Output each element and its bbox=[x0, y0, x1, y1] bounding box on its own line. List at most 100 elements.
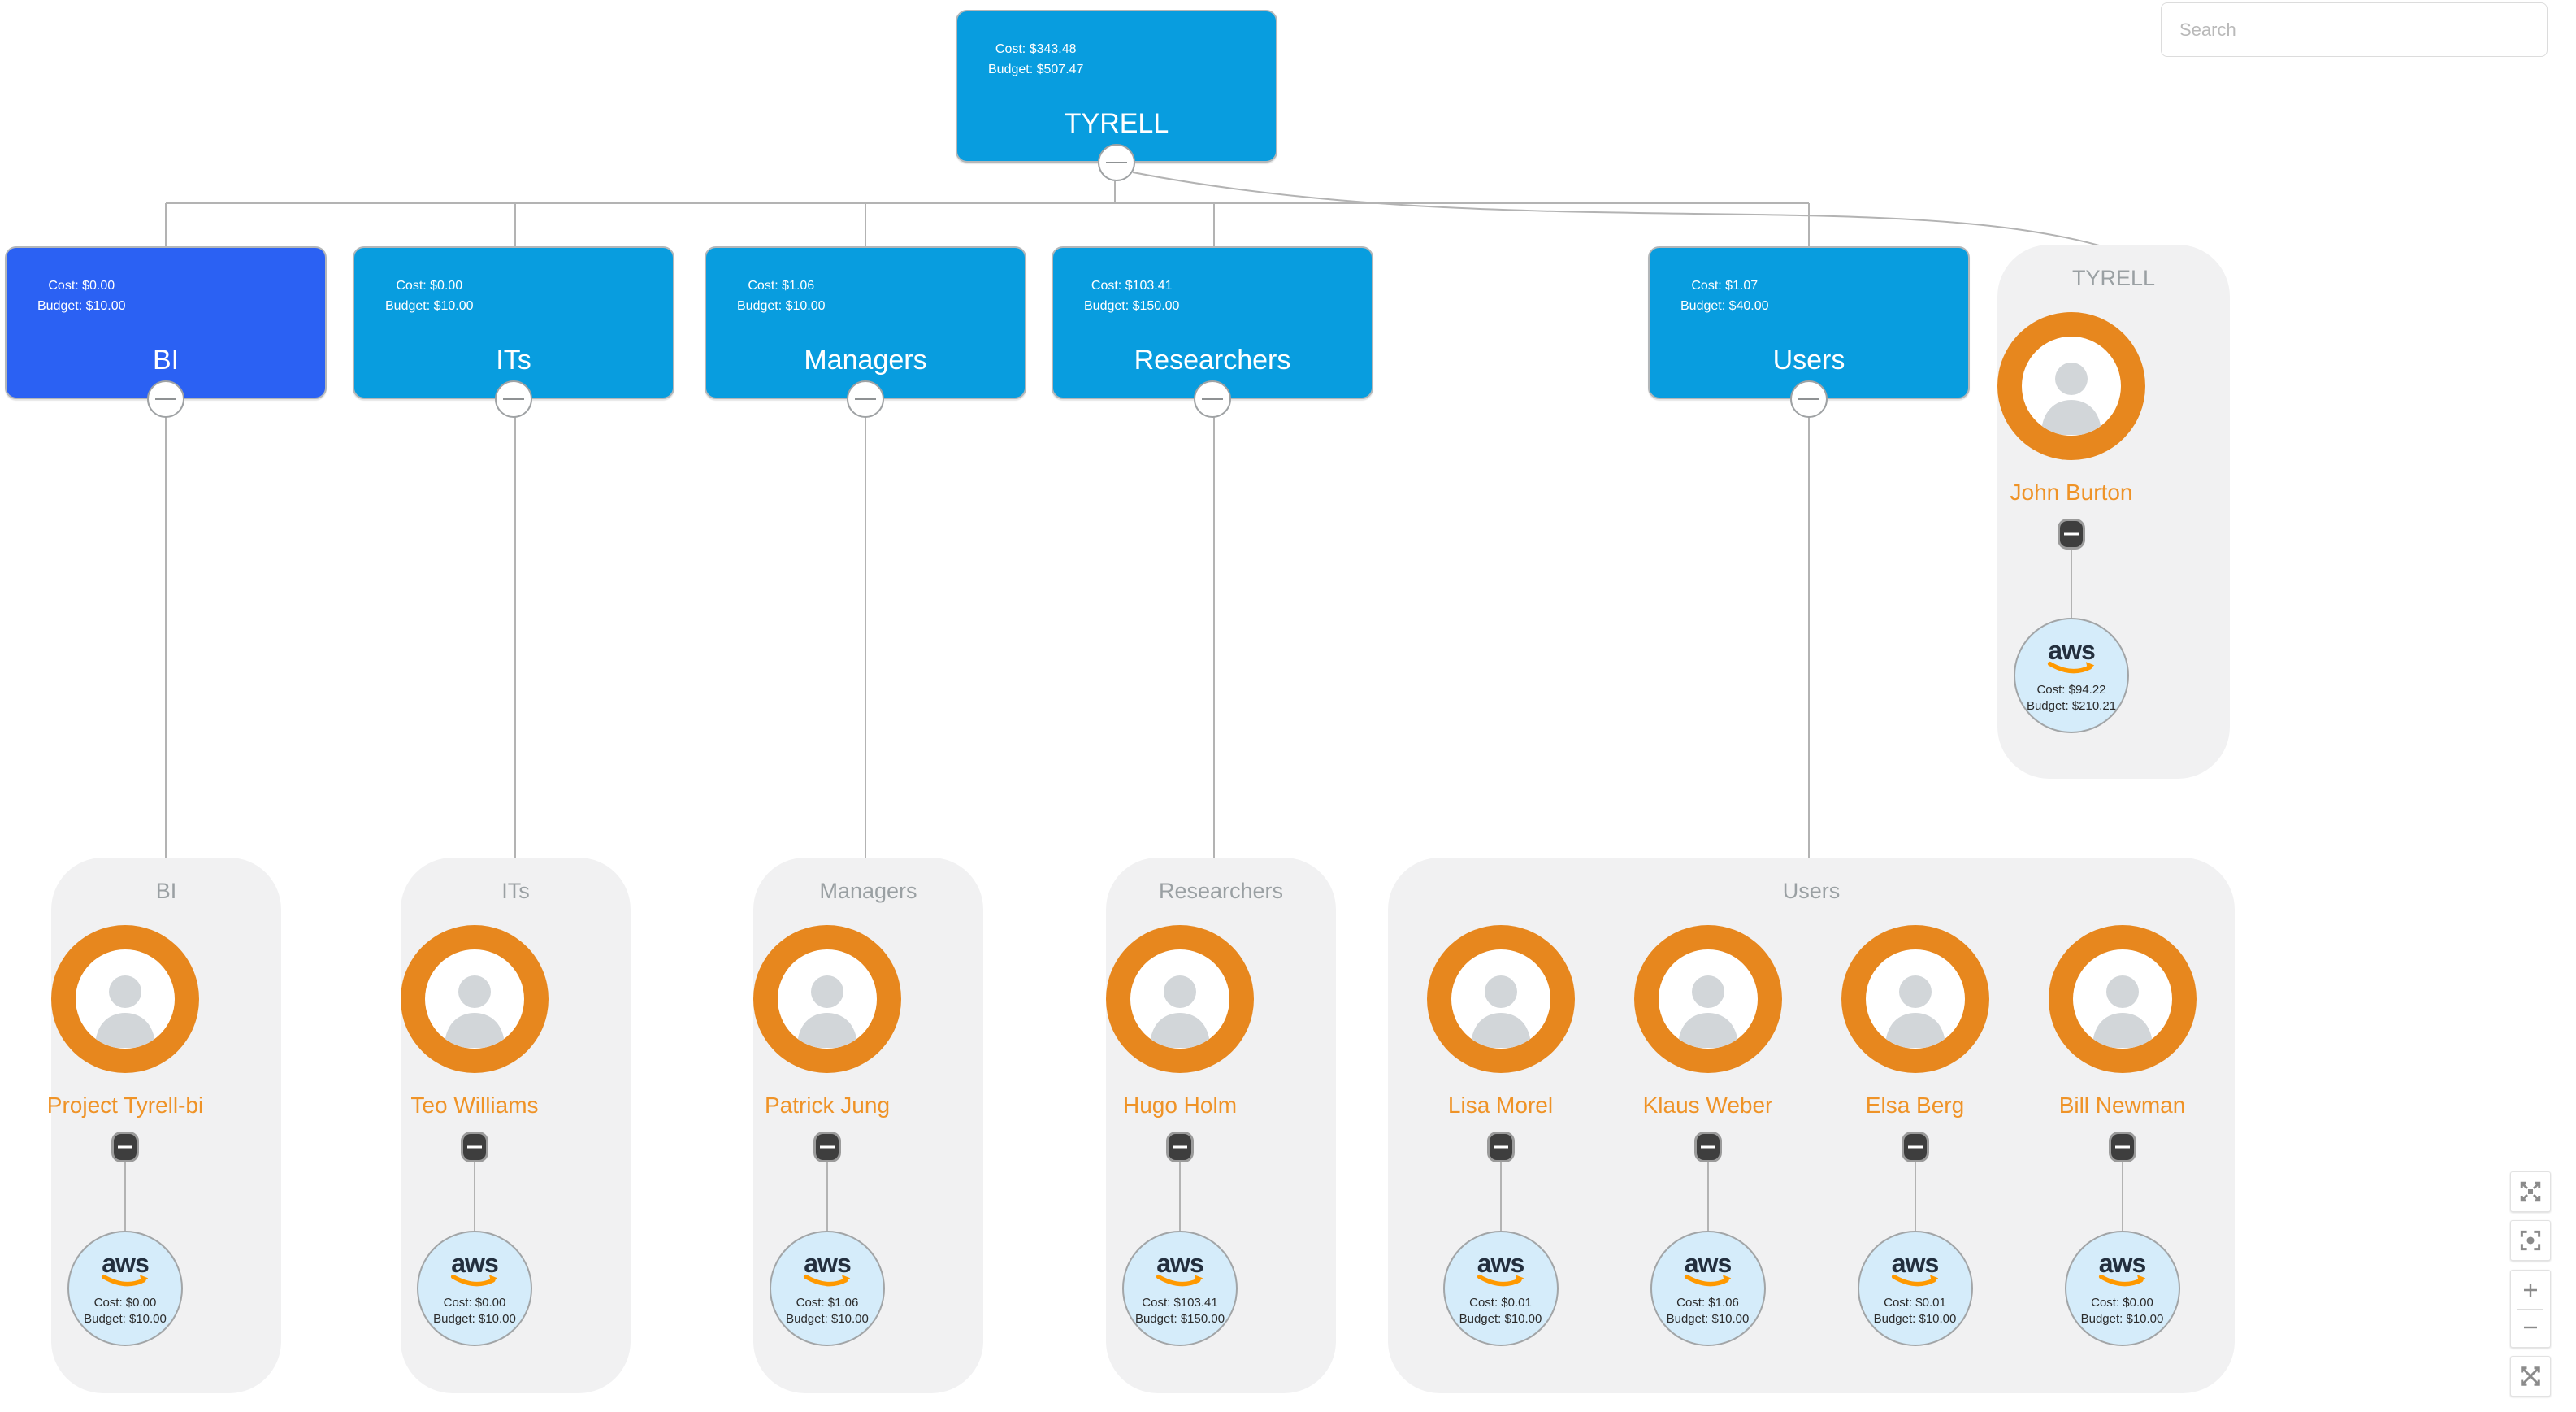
expand-all-button[interactable] bbox=[2510, 1171, 2551, 1212]
avatar-inner bbox=[778, 949, 877, 1049]
node-cost-line: Cost: $103.41 bbox=[1091, 279, 1173, 293]
card-tyrell: TYRELL John Burton aws bbox=[1997, 245, 2230, 779]
avatar[interactable] bbox=[2048, 925, 2197, 1073]
card-title: Researchers bbox=[1158, 879, 1284, 903]
aws-budget-line: Budget: $10.00 bbox=[433, 1311, 516, 1326]
org-node-managers[interactable]: Cost: $1.06 Budget: $10.00 Managers bbox=[705, 246, 1026, 418]
collapse-member-button[interactable] bbox=[2108, 1132, 2136, 1162]
node-label: ITs bbox=[496, 345, 531, 376]
person-icon bbox=[2041, 363, 2101, 435]
collapse-toggle[interactable] bbox=[1194, 380, 1231, 418]
collapse-member-button[interactable] bbox=[2058, 519, 2085, 550]
aws-node[interactable]: aws Cost: $0.00 Budget: $10.00 bbox=[2064, 1231, 2180, 1346]
node-budget-line: Budget: $507.47 bbox=[988, 63, 1084, 76]
aws-logo-text: aws bbox=[2048, 635, 2095, 665]
collapse-member-button[interactable] bbox=[461, 1132, 488, 1162]
node-label: TYRELL bbox=[1064, 108, 1169, 139]
aws-swoosh-icon bbox=[450, 1274, 498, 1286]
avatar[interactable] bbox=[1997, 312, 2145, 460]
minus-icon bbox=[1798, 398, 1819, 400]
collapse-member-button[interactable] bbox=[1166, 1132, 1194, 1162]
person-name: Lisa Morel bbox=[1447, 1093, 1554, 1118]
avatar[interactable] bbox=[401, 925, 549, 1073]
person-icon bbox=[1677, 975, 1738, 1048]
zoom-in-button[interactable] bbox=[2511, 1275, 2550, 1305]
aws-cost-line: Cost: $94.22 bbox=[2036, 682, 2106, 697]
aws-logo-icon: aws bbox=[1153, 1250, 1207, 1288]
aws-node[interactable]: aws Cost: $0.01 Budget: $10.00 bbox=[1857, 1231, 1973, 1346]
aws-node[interactable]: aws Cost: $1.06 Budget: $10.00 bbox=[1650, 1231, 1766, 1346]
aws-logo-icon: aws bbox=[448, 1250, 501, 1288]
collapse-member-button[interactable] bbox=[1693, 1132, 1722, 1162]
aws-cost-block: Cost: $1.06 Budget: $10.00 bbox=[786, 1295, 869, 1327]
aws-cost-block: Cost: $0.01 Budget: $10.00 bbox=[1459, 1295, 1542, 1327]
person-name: Bill Newman bbox=[2058, 1093, 2186, 1118]
search-input[interactable] bbox=[2161, 2, 2548, 57]
collapse-member-button[interactable] bbox=[1901, 1132, 1929, 1162]
aws-cost-line: Cost: $0.00 bbox=[443, 1295, 506, 1310]
aws-node[interactable]: aws Cost: $103.41 Budget: $150.00 bbox=[1122, 1231, 1238, 1346]
member-connector-line bbox=[124, 1162, 126, 1231]
person-name: Project Tyrell-bi bbox=[46, 1093, 204, 1118]
org-node-bi[interactable]: Cost: $0.00 Budget: $10.00 BI bbox=[5, 246, 327, 418]
aws-logo-icon: aws bbox=[1474, 1250, 1528, 1288]
person-name: Klaus Weber bbox=[1642, 1093, 1773, 1118]
member-connector-line bbox=[2071, 550, 2072, 618]
minus-icon bbox=[2064, 532, 2079, 536]
connector-node-drops bbox=[165, 203, 1810, 246]
collapse-member-button[interactable] bbox=[1486, 1132, 1515, 1162]
node-cost-block: Cost: $1.07 Budget: $40.00 bbox=[1680, 276, 1769, 316]
minus-icon bbox=[2114, 1145, 2130, 1149]
org-node-researchers[interactable]: Cost: $103.41 Budget: $150.00 Researcher… bbox=[1052, 246, 1373, 418]
collapse-toggle[interactable] bbox=[1790, 380, 1828, 418]
aws-budget-line: Budget: $10.00 bbox=[1459, 1311, 1542, 1326]
arrows-out-icon bbox=[2520, 1181, 2541, 1202]
aws-swoosh-icon bbox=[1891, 1274, 1938, 1286]
org-node-its[interactable]: Cost: $0.00 Budget: $10.00 ITs bbox=[353, 246, 674, 418]
avatar[interactable] bbox=[1426, 925, 1575, 1073]
center-view-button[interactable] bbox=[2510, 1220, 2551, 1261]
aws-cost-line: Cost: $0.01 bbox=[1884, 1295, 1946, 1310]
card-researchers: Researchers Hugo Holm aws bbox=[1106, 858, 1336, 1393]
collapse-toggle[interactable] bbox=[847, 380, 884, 418]
aws-node[interactable]: aws Cost: $94.22 Budget: $210.21 bbox=[2014, 618, 2129, 733]
node-cost-line: Cost: $0.00 bbox=[396, 279, 463, 293]
org-node-tyrell[interactable]: Cost: $343.48 Budget: $507.47 TYRELL bbox=[956, 10, 1277, 181]
avatar[interactable] bbox=[51, 925, 199, 1073]
aws-logo-icon: aws bbox=[800, 1250, 854, 1288]
avatar[interactable] bbox=[1841, 925, 1989, 1073]
aws-budget-line: Budget: $210.21 bbox=[2026, 698, 2117, 713]
collapse-toggle[interactable] bbox=[495, 380, 532, 418]
collapse-toggle[interactable] bbox=[147, 380, 184, 418]
aws-logo-icon: aws bbox=[1889, 1250, 1942, 1288]
collapse-toggle[interactable] bbox=[1098, 144, 1135, 181]
aws-swoosh-icon bbox=[1156, 1274, 1203, 1286]
person-name: John Burton bbox=[2010, 480, 2133, 505]
avatar-inner bbox=[2072, 949, 2172, 1049]
avatar[interactable] bbox=[1106, 925, 1254, 1073]
aws-node[interactable]: aws Cost: $0.01 Budget: $10.00 bbox=[1442, 1231, 1559, 1346]
avatar[interactable] bbox=[1633, 925, 1782, 1073]
fit-screen-button[interactable] bbox=[2510, 1356, 2551, 1397]
aws-cost-block: Cost: $0.01 Budget: $10.00 bbox=[1874, 1295, 1957, 1327]
aws-node[interactable]: aws Cost: $1.06 Budget: $10.00 bbox=[770, 1231, 885, 1346]
collapse-member-button[interactable] bbox=[111, 1132, 139, 1162]
users-member-row: Lisa Morel aws Cost: $0.01 B bbox=[1388, 904, 2235, 1346]
avatar[interactable] bbox=[753, 925, 901, 1073]
aws-swoosh-icon bbox=[1684, 1274, 1731, 1286]
person-project-tyrell-bi: Project Tyrell-bi aws Cost: $0.00 Budget… bbox=[47, 925, 203, 1346]
member-connector-line bbox=[474, 1162, 475, 1231]
aws-cost-line: Cost: $1.06 bbox=[796, 1295, 859, 1310]
aws-cost-block: Cost: $0.00 Budget: $10.00 bbox=[433, 1295, 516, 1327]
minus-icon bbox=[155, 398, 176, 400]
aws-node[interactable]: aws Cost: $0.00 Budget: $10.00 bbox=[67, 1231, 183, 1346]
aws-cost-block: Cost: $103.41 Budget: $150.00 bbox=[1135, 1295, 1225, 1327]
minus-icon bbox=[1106, 162, 1127, 163]
node-cost-block: Cost: $0.00 Budget: $10.00 bbox=[37, 276, 126, 316]
aws-node[interactable]: aws Cost: $0.00 Budget: $10.00 bbox=[417, 1231, 532, 1346]
person-icon bbox=[95, 975, 155, 1048]
org-node-users[interactable]: Cost: $1.07 Budget: $40.00 Users bbox=[1648, 246, 1970, 418]
aws-cost-line: Cost: $1.06 bbox=[1676, 1295, 1739, 1310]
collapse-member-button[interactable] bbox=[813, 1132, 841, 1162]
zoom-out-button[interactable] bbox=[2511, 1313, 2550, 1342]
